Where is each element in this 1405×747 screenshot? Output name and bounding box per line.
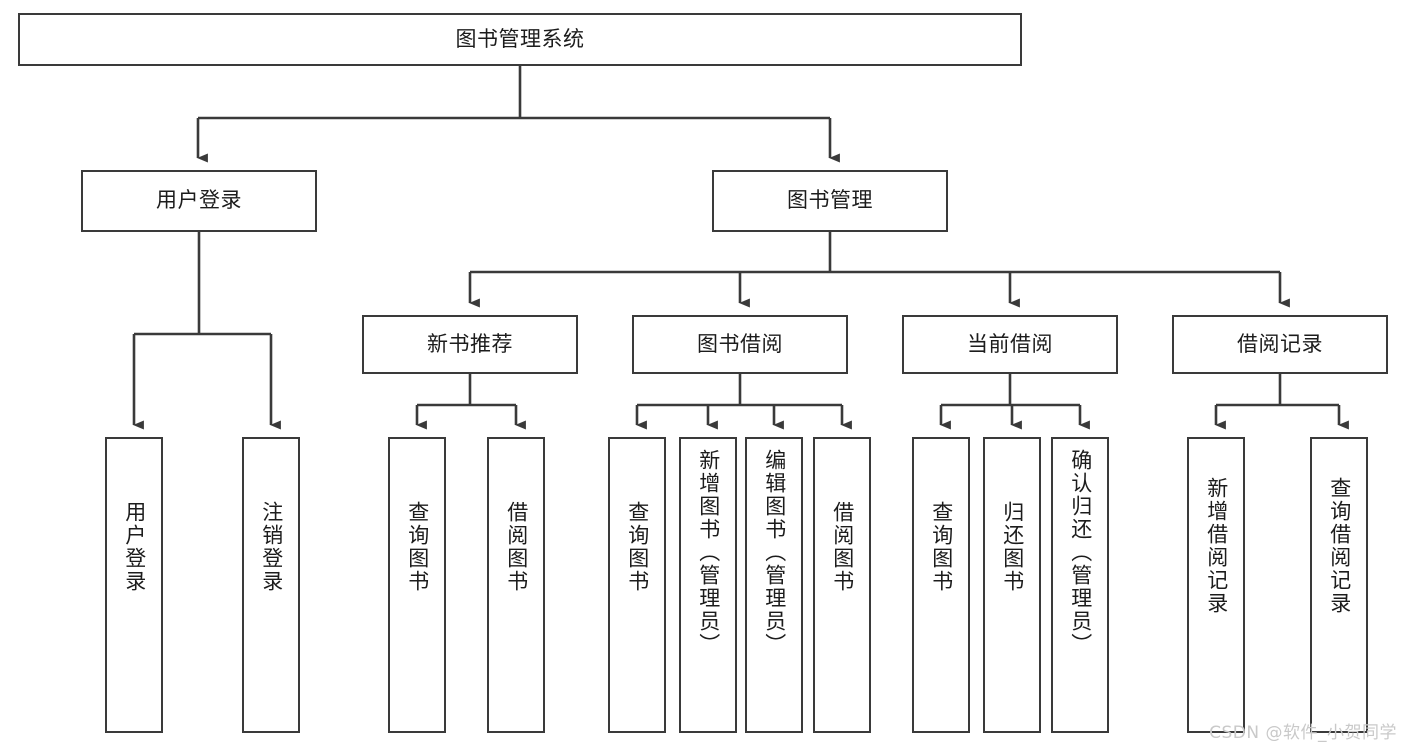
node-new-book-recommend-label: 新书推荐: [427, 331, 513, 356]
node-current-borrow[interactable]: 当前借阅: [902, 315, 1118, 374]
node-borrow-records-label: 借阅记录: [1237, 331, 1323, 356]
node-leaf-add-borrow-record[interactable]: 新增借阅记录: [1187, 437, 1245, 733]
node-leaf-query-book-recommend-label: 查询图书: [405, 501, 430, 593]
node-leaf-query-book-current[interactable]: 查询图书: [912, 437, 970, 733]
node-leaf-user-login[interactable]: 用户登录: [105, 437, 163, 733]
node-leaf-query-borrow-record[interactable]: 查询借阅记录: [1310, 437, 1368, 733]
csdn-watermark: CSDN @软件_小贺同学: [1209, 723, 1397, 743]
node-leaf-add-borrow-record-label: 新增借阅记录: [1204, 477, 1229, 615]
node-leaf-edit-book-admin[interactable]: 编辑图书（管理员）: [745, 437, 803, 733]
node-leaf-borrow-book-recommend-label: 借阅图书: [504, 501, 529, 593]
node-leaf-borrow-book-label: 借阅图书: [830, 501, 855, 593]
node-user-login[interactable]: 用户登录: [81, 170, 317, 232]
node-leaf-add-book-admin[interactable]: 新增图书（管理员）: [679, 437, 737, 733]
node-leaf-borrow-book[interactable]: 借阅图书: [813, 437, 871, 733]
node-book-management[interactable]: 图书管理: [712, 170, 948, 232]
node-leaf-return-book-label: 归还图书: [1000, 501, 1025, 593]
node-leaf-add-book-admin-label: 新增图书（管理员）: [696, 449, 721, 656]
node-borrow-records[interactable]: 借阅记录: [1172, 315, 1388, 374]
node-leaf-logout-login-label: 注销登录: [259, 501, 284, 593]
node-leaf-borrow-book-recommend[interactable]: 借阅图书: [487, 437, 545, 733]
node-root[interactable]: 图书管理系统: [18, 13, 1022, 66]
node-root-label: 图书管理系统: [455, 26, 585, 51]
node-book-management-label: 图书管理: [787, 188, 873, 213]
node-leaf-query-borrow-record-label: 查询借阅记录: [1327, 477, 1352, 615]
node-user-login-label: 用户登录: [156, 188, 242, 213]
node-leaf-query-book-current-label: 查询图书: [929, 501, 954, 593]
node-leaf-query-book-borrow[interactable]: 查询图书: [608, 437, 666, 733]
node-current-borrow-label: 当前借阅: [967, 331, 1053, 356]
node-new-book-recommend[interactable]: 新书推荐: [362, 315, 578, 374]
node-leaf-edit-book-admin-label: 编辑图书（管理员）: [762, 449, 787, 656]
node-leaf-confirm-return-admin-label: 确认归还（管理员）: [1068, 449, 1093, 656]
node-book-borrow[interactable]: 图书借阅: [632, 315, 848, 374]
node-leaf-logout-login[interactable]: 注销登录: [242, 437, 300, 733]
node-leaf-query-book-borrow-label: 查询图书: [625, 501, 650, 593]
node-leaf-query-book-recommend[interactable]: 查询图书: [388, 437, 446, 733]
node-leaf-confirm-return-admin[interactable]: 确认归还（管理员）: [1051, 437, 1109, 733]
node-leaf-user-login-label: 用户登录: [122, 501, 147, 593]
node-book-borrow-label: 图书借阅: [697, 331, 783, 356]
node-leaf-return-book[interactable]: 归还图书: [983, 437, 1041, 733]
